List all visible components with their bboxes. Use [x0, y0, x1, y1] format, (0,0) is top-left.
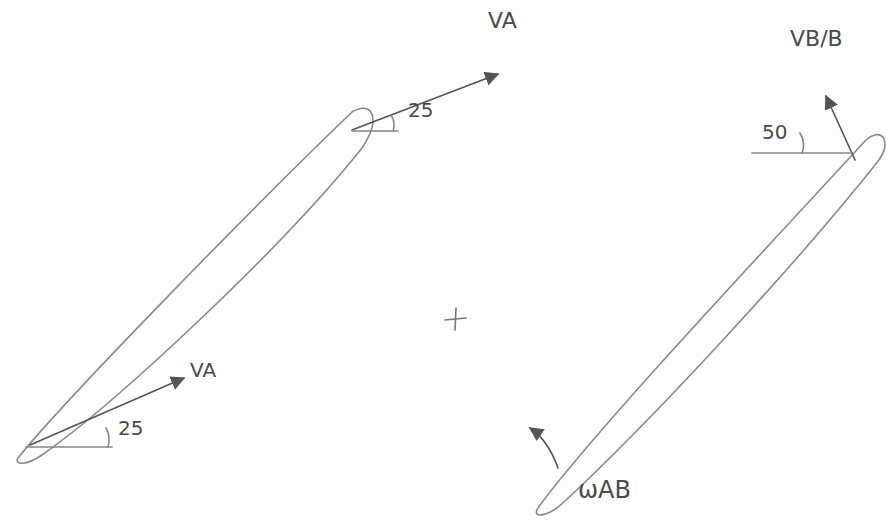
angle-value: 25 [118, 418, 143, 438]
reference-line [352, 130, 398, 132]
velocity-vector [30, 378, 184, 445]
angular-velocity-label: ωAB [578, 478, 631, 502]
link-outline [17, 108, 373, 463]
reference-line [26, 446, 112, 448]
angle-arc [800, 133, 804, 153]
link-outline [536, 135, 885, 515]
angle-value: 50 [762, 122, 787, 142]
angle-arc [391, 115, 394, 131]
velocity-vector [826, 96, 855, 160]
rotation-arrow [530, 428, 558, 468]
velocity-vector [352, 74, 498, 130]
angle-value: 25 [408, 100, 433, 120]
vector-label: VA [488, 10, 517, 32]
center-mark [455, 308, 456, 330]
angle-arc [106, 428, 109, 447]
vector-label: VA [190, 360, 216, 380]
vector-label: VB/B [790, 28, 843, 50]
